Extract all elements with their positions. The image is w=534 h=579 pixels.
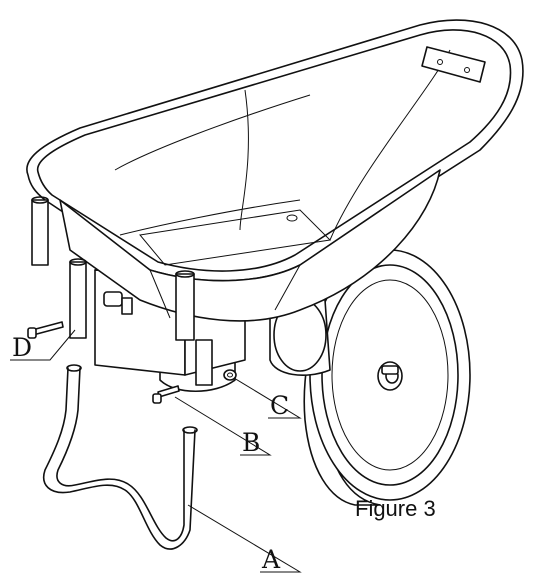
frame-legs [31, 196, 213, 386]
callout-leaders [10, 329, 302, 573]
callout-label-d: D [12, 333, 32, 362]
callout-label-b: B [242, 428, 260, 457]
power-switch [121, 297, 133, 315]
callout-label-a: A [261, 545, 281, 574]
figure-caption: Figure 3 [355, 496, 436, 521]
fasteners [27, 321, 237, 404]
washer-c [223, 369, 237, 381]
power-socket [103, 291, 123, 307]
tray [26, 19, 524, 322]
handle-bracket [421, 46, 486, 83]
support-stand [43, 364, 198, 550]
callout-label-c: C [270, 391, 289, 420]
